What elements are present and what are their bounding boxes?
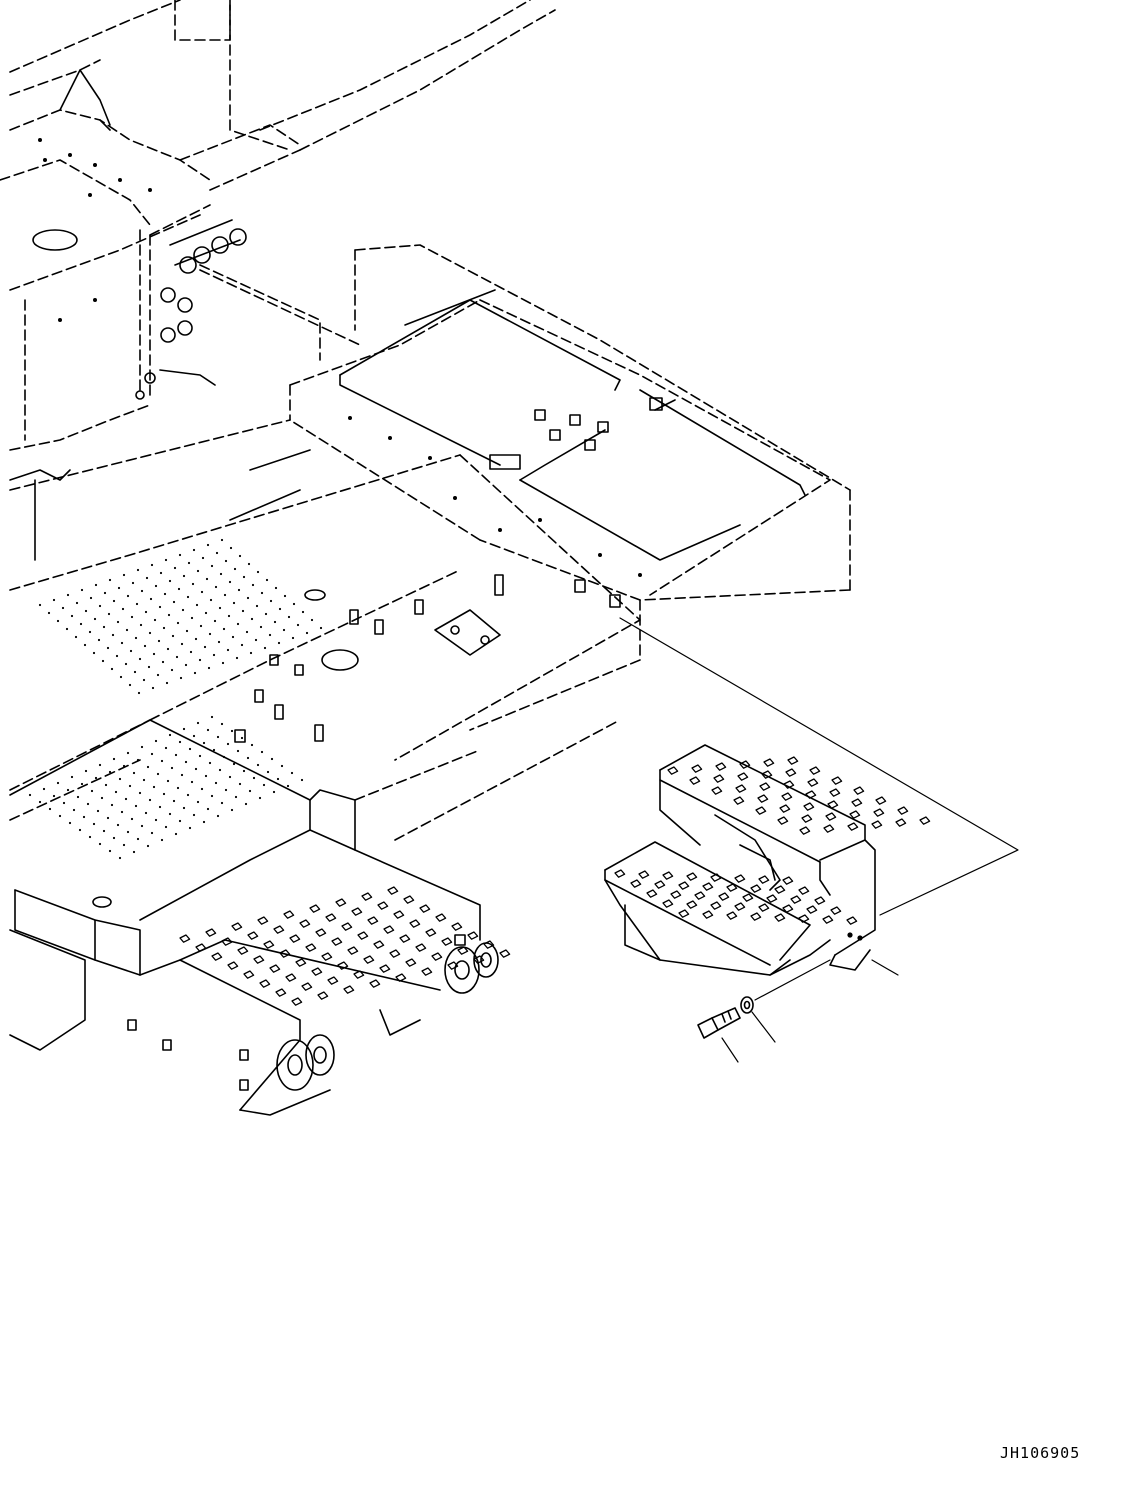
drawing-code: JH106905 xyxy=(1000,1444,1081,1462)
step-tread-perforations xyxy=(614,756,931,925)
leader-step-assembly xyxy=(871,959,899,976)
step-assembly xyxy=(604,744,876,976)
cover-box xyxy=(289,244,851,731)
assembly-lines xyxy=(619,617,1019,1063)
bolt xyxy=(697,1007,741,1039)
washer-axis-line xyxy=(754,959,831,1001)
washer xyxy=(740,996,754,1014)
machine-frame xyxy=(0,0,851,1116)
front-step-grating xyxy=(179,886,511,1006)
leader-bolt xyxy=(721,1037,739,1063)
lower-deck-perforations xyxy=(28,715,304,860)
leader-washer xyxy=(751,1011,776,1043)
deck-perforations xyxy=(38,538,323,695)
hydraulic-fittings xyxy=(135,219,247,400)
step-mount-line xyxy=(619,617,1019,916)
upper-deck xyxy=(9,419,641,791)
lower-deck xyxy=(9,719,621,1116)
